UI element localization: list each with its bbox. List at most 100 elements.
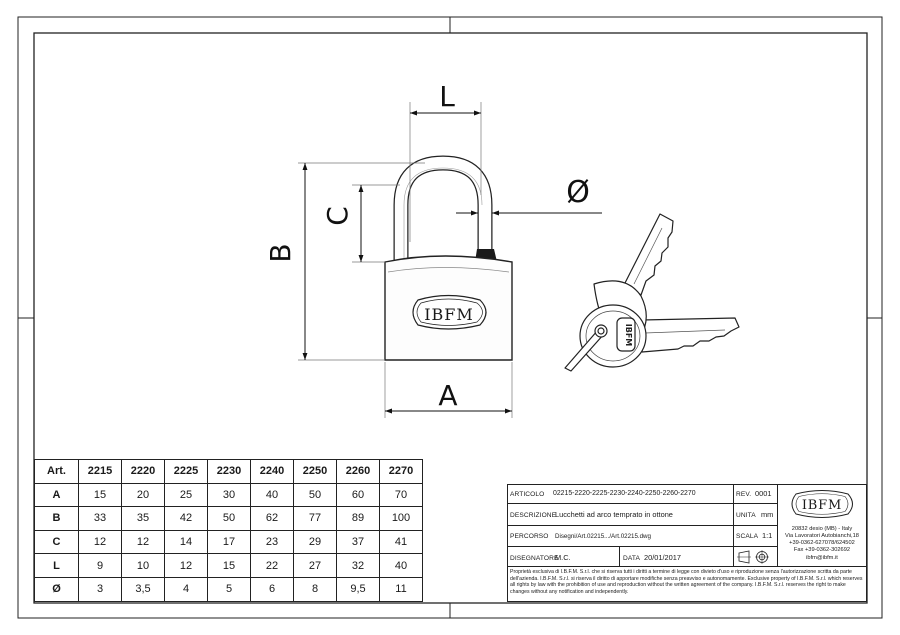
table-cell: 60 xyxy=(336,482,380,508)
scala-label: SCALA xyxy=(736,533,759,540)
rev-label: REV. xyxy=(736,491,752,498)
table-cell: 77 xyxy=(293,506,337,531)
data-label: DATA xyxy=(623,555,641,562)
articolo-label: ARTICOLO xyxy=(510,491,545,498)
unita-cell: UNITA mm xyxy=(734,504,778,526)
table-cell: 4 xyxy=(164,576,208,602)
articolo-cell: ARTICOLO 02215-2220-2225-2230-2240-2250-… xyxy=(508,485,734,504)
table-cell: 12 xyxy=(164,553,208,578)
table-cell: 15 xyxy=(78,482,122,508)
table-row-label: C xyxy=(34,529,79,555)
table-cell: 22 xyxy=(250,553,294,578)
keys-illustration: IBFM xyxy=(564,213,740,372)
table-cell: 20 xyxy=(121,482,165,508)
table-cell: 70 xyxy=(379,482,423,508)
address-line: Via Lavoratori Autobianchi,18 xyxy=(785,533,859,540)
rev-cell: REV. 0001 xyxy=(734,485,778,504)
table-cell: 32 xyxy=(336,553,380,578)
table-cell: 100 xyxy=(379,506,423,531)
address-line: 20832 desio (MB) - Italy xyxy=(791,526,853,532)
key-ring xyxy=(564,329,605,372)
scala-cell: SCALA 1:1 xyxy=(734,526,778,547)
table-row: B 33 35 42 50 62 77 89 100 xyxy=(34,506,423,531)
rev-value: 0001 xyxy=(755,489,772,498)
legal-notice-en: Exclusive property of I.B.F.M. S.r.l. wh… xyxy=(510,575,863,595)
table-cell: 6 xyxy=(250,576,294,602)
title-block: ARTICOLO 02215-2220-2225-2230-2240-2250-… xyxy=(507,484,867,602)
table-header-row: Art. 2215 2220 2225 2230 2240 2250 2260 … xyxy=(34,459,423,484)
table-cell: 10 xyxy=(121,553,165,578)
percorso-cell: PERCORSO Disegni/Art.02215.../Art.02215.… xyxy=(508,526,734,547)
table-cell: 89 xyxy=(336,506,380,531)
key-blade-lower xyxy=(641,317,740,353)
table-cell: 30 xyxy=(207,482,251,508)
first-angle-projection-icon xyxy=(737,550,769,564)
table-cell: 9 xyxy=(78,553,122,578)
dim-label-A: A xyxy=(438,379,457,412)
table-header-cell: 2270 xyxy=(379,459,423,484)
table-cell: 29 xyxy=(293,529,337,555)
table-cell: 12 xyxy=(78,529,122,555)
legal-notice-it: Proprietà esclusiva di I.B.F.M. S.r.l. c… xyxy=(510,569,852,582)
body-logo-plate: IBFM xyxy=(412,294,487,330)
sheet-frame xyxy=(17,16,883,619)
table-cell: 42 xyxy=(164,506,208,531)
disegnatore-cell: DISEGNATORE M.C. xyxy=(508,547,620,567)
table-cell: 14 xyxy=(164,529,208,555)
table-cell: 3,5 xyxy=(121,576,165,602)
table-row: L 9 10 12 15 22 27 32 40 xyxy=(34,553,423,578)
table-cell: 12 xyxy=(121,529,165,555)
table-header-cell: Art. xyxy=(34,459,79,484)
data-value: 20/01/2017 xyxy=(644,553,681,562)
dim-label-diameter: Ø xyxy=(566,175,590,210)
table-cell: 33 xyxy=(78,506,122,531)
table-header-cell: 2260 xyxy=(336,459,380,484)
descrizione-value: Lucchetti ad arco temprato in ottone xyxy=(555,510,673,519)
table-cell: 41 xyxy=(379,529,423,555)
table-header-cell: 2250 xyxy=(293,459,337,484)
data-cell: DATA 20/01/2017 xyxy=(620,547,734,567)
articolo-value: 02215-2220-2225-2230-2240-2250-2260-2270 xyxy=(553,490,696,497)
table-row-label: Ø xyxy=(34,576,79,602)
table-header-cell: 2230 xyxy=(207,459,251,484)
table-cell: 8 xyxy=(293,576,337,602)
body-logo-text: IBFM xyxy=(424,305,474,324)
table-cell: 35 xyxy=(121,506,165,531)
table-cell: 50 xyxy=(293,482,337,508)
table-cell: 40 xyxy=(250,482,294,508)
key-head-front xyxy=(579,304,647,368)
descrizione-label: DESCRIZIONE xyxy=(510,512,557,519)
descrizione-cell: DESCRIZIONE Lucchetti ad arco temprato i… xyxy=(508,504,734,526)
dimensions-table: Art. 2215 2220 2225 2230 2240 2250 2260 … xyxy=(34,459,423,602)
table-cell: 23 xyxy=(250,529,294,555)
table-cell: 17 xyxy=(207,529,251,555)
table-header-cell: 2220 xyxy=(121,459,165,484)
table-row: A 15 20 25 30 40 50 60 70 xyxy=(34,482,423,508)
company-logo: IBFM xyxy=(791,490,853,518)
key-logo-text: IBFM xyxy=(624,324,633,347)
table-cell: 62 xyxy=(250,506,294,531)
table-cell: 15 xyxy=(207,553,251,578)
dimension-labels: L B C A Ø xyxy=(264,80,590,412)
address-line: Fax +39-0362-302692 xyxy=(793,547,851,554)
table-cell: 50 xyxy=(207,506,251,531)
dim-label-L: L xyxy=(439,80,455,113)
padlock-front-view: IBFM xyxy=(384,155,513,361)
table-row-label: L xyxy=(34,553,79,578)
disegnatore-value: M.C. xyxy=(555,553,571,562)
unita-label: UNITA xyxy=(736,512,756,519)
table-cell: 37 xyxy=(336,529,380,555)
dim-label-B: B xyxy=(264,243,297,262)
table-row-label: A xyxy=(34,482,79,508)
table-row: Ø 3 3,5 4 5 6 8 9,5 11 xyxy=(34,576,423,602)
dimension-lines xyxy=(302,110,602,414)
table-header-cell: 2240 xyxy=(250,459,294,484)
table-cell: 11 xyxy=(379,576,423,602)
address-line: +39-0362-627078/624502 xyxy=(789,540,855,547)
table-header-cell: 2215 xyxy=(78,459,122,484)
table-cell: 40 xyxy=(379,553,423,578)
table-cell: 5 xyxy=(207,576,251,602)
dim-label-C: C xyxy=(321,206,354,226)
percorso-value: Disegni/Art.02215.../Art.02215.dwg xyxy=(555,533,651,540)
